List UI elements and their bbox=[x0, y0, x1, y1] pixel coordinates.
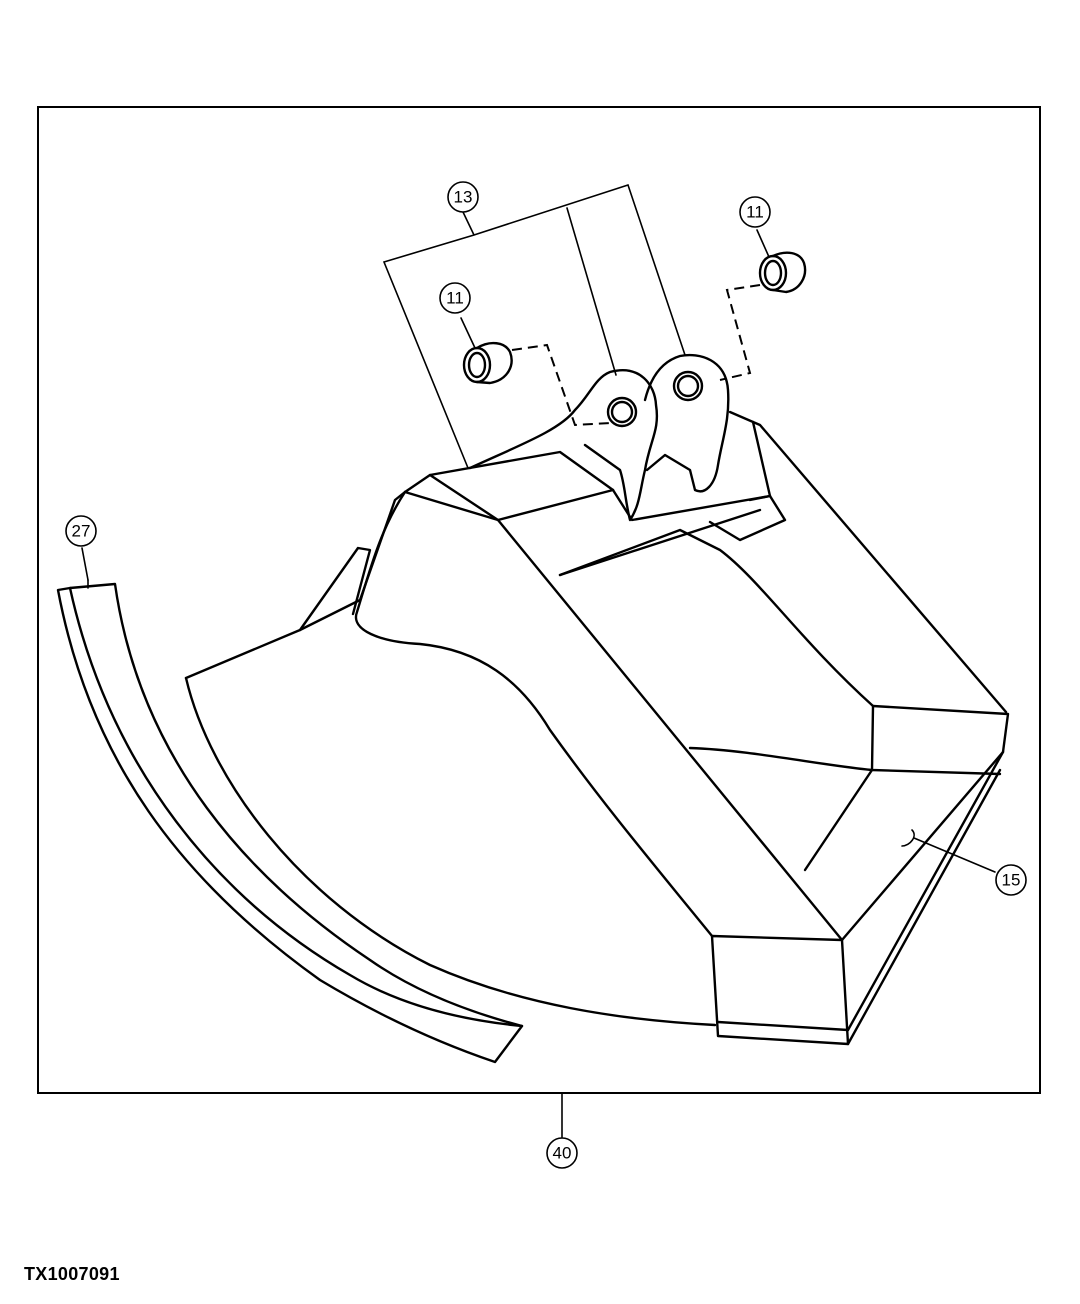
pin-hole-mark bbox=[901, 829, 915, 847]
figure-code: TX1007091 bbox=[24, 1264, 120, 1284]
leader-bushing-left bbox=[460, 317, 476, 349]
assembly-frame bbox=[37, 106, 1041, 1094]
wear-strip bbox=[56, 579, 524, 1064]
bushing-right bbox=[758, 251, 807, 294]
callout-bracket: 13 bbox=[447, 181, 479, 213]
leader-pin-hole bbox=[913, 837, 996, 873]
callout-bushing-left: 11 bbox=[439, 282, 471, 314]
svg-text:40: 40 bbox=[553, 1144, 572, 1163]
callout-pin-hole: 15 bbox=[995, 864, 1027, 896]
bucket-body bbox=[184, 410, 1010, 1046]
svg-text:11: 11 bbox=[746, 203, 764, 222]
svg-text:13: 13 bbox=[454, 188, 473, 207]
callout-wear-strip: 27 bbox=[65, 515, 97, 547]
mounting-bracket bbox=[468, 353, 730, 522]
leader-bracket bbox=[382, 183, 686, 469]
bushing-left bbox=[462, 341, 513, 385]
leader-wear-strip bbox=[81, 547, 89, 581]
alignment-line-right bbox=[719, 284, 761, 381]
svg-text:11: 11 bbox=[446, 289, 464, 308]
leader-bushing-right bbox=[756, 229, 770, 258]
svg-text:15: 15 bbox=[1002, 871, 1021, 890]
callout-bushing-right: 11 bbox=[739, 196, 771, 228]
alignment-line-left bbox=[511, 343, 611, 427]
svg-text:27: 27 bbox=[72, 522, 91, 541]
callout-bucket-assembly: 40 bbox=[546, 1137, 578, 1169]
